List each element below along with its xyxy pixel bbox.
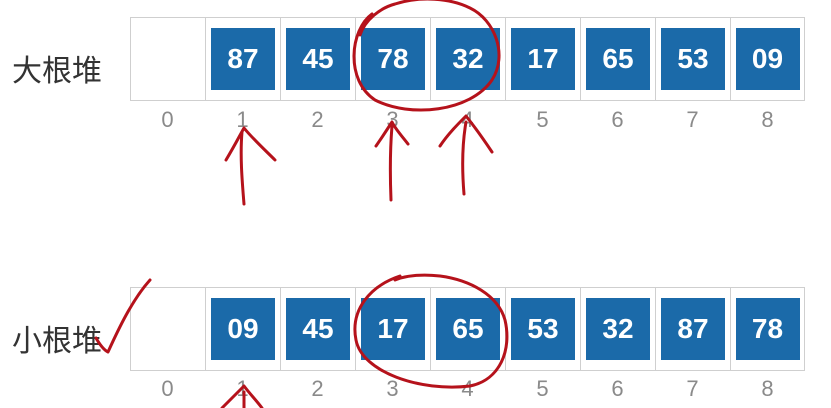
- array-index: 7: [686, 376, 699, 401]
- array-cell: 45: [280, 18, 355, 100]
- min-heap-label: 小根堆: [12, 324, 102, 359]
- heap-element: 65: [586, 28, 650, 90]
- heap-element: 65: [436, 298, 500, 360]
- array-cell: 32: [580, 288, 655, 370]
- array-index: 5: [536, 107, 549, 132]
- array-cell: 32: [430, 18, 505, 100]
- array-index: 3: [386, 107, 399, 132]
- heap-element: 17: [511, 28, 575, 90]
- array-cell: 53: [505, 288, 580, 370]
- array-index: 1: [236, 376, 249, 401]
- array-cell: 65: [580, 18, 655, 100]
- array-index: 6: [611, 376, 624, 401]
- max-heap-label: 大根堆: [12, 54, 102, 89]
- array-index: 2: [311, 107, 324, 132]
- heap-element: 09: [735, 28, 800, 90]
- array-cell: [130, 288, 205, 370]
- array-index: 1: [236, 107, 249, 132]
- max-heap-indices: 0 1 2 3 4 5 6 7 8: [130, 107, 805, 133]
- heap-element: 87: [211, 28, 275, 90]
- heap-element: 32: [586, 298, 650, 360]
- arrow-annotation: [374, 120, 410, 202]
- array-cell: 78: [730, 288, 805, 370]
- heap-element: 78: [361, 28, 425, 90]
- array-index: 4: [461, 376, 474, 401]
- array-cell: 87: [205, 18, 280, 100]
- array-index: 4: [461, 107, 474, 132]
- array-cell: 65: [430, 288, 505, 370]
- array-cell: 17: [505, 18, 580, 100]
- heap-element: 09: [211, 298, 275, 360]
- array-index: 3: [386, 376, 399, 401]
- array-index: 8: [761, 107, 774, 132]
- array-index: 0: [161, 107, 174, 132]
- heap-element: 78: [735, 298, 800, 360]
- array-cell: 87: [655, 288, 730, 370]
- heap-element: 87: [661, 298, 725, 360]
- heap-element: 45: [286, 28, 350, 90]
- array-cell: 09: [205, 288, 280, 370]
- array-cell: 09: [730, 18, 805, 100]
- array-cell: 53: [655, 18, 730, 100]
- array-cell: 78: [355, 18, 430, 100]
- max-heap-array: 87 45 78 32 17 65 53 09: [130, 17, 805, 101]
- heap-element: 45: [286, 298, 350, 360]
- array-index: 0: [161, 376, 174, 401]
- min-heap-indices: 0 1 2 3 4 5 6 7 8: [130, 376, 805, 402]
- array-index: 2: [311, 376, 324, 401]
- array-cell: 17: [355, 288, 430, 370]
- array-index: 8: [761, 376, 774, 401]
- heap-element: 32: [436, 28, 500, 90]
- min-heap-array: 09 45 17 65 53 32 87 78: [130, 287, 805, 371]
- array-cell: 45: [280, 288, 355, 370]
- heap-element: 53: [511, 298, 575, 360]
- array-index: 7: [686, 107, 699, 132]
- array-index: 5: [536, 376, 549, 401]
- array-cell: [130, 18, 205, 100]
- heap-element: 53: [661, 28, 725, 90]
- arrow-annotation: [224, 126, 277, 206]
- heap-element: 17: [361, 298, 425, 360]
- array-index: 6: [611, 107, 624, 132]
